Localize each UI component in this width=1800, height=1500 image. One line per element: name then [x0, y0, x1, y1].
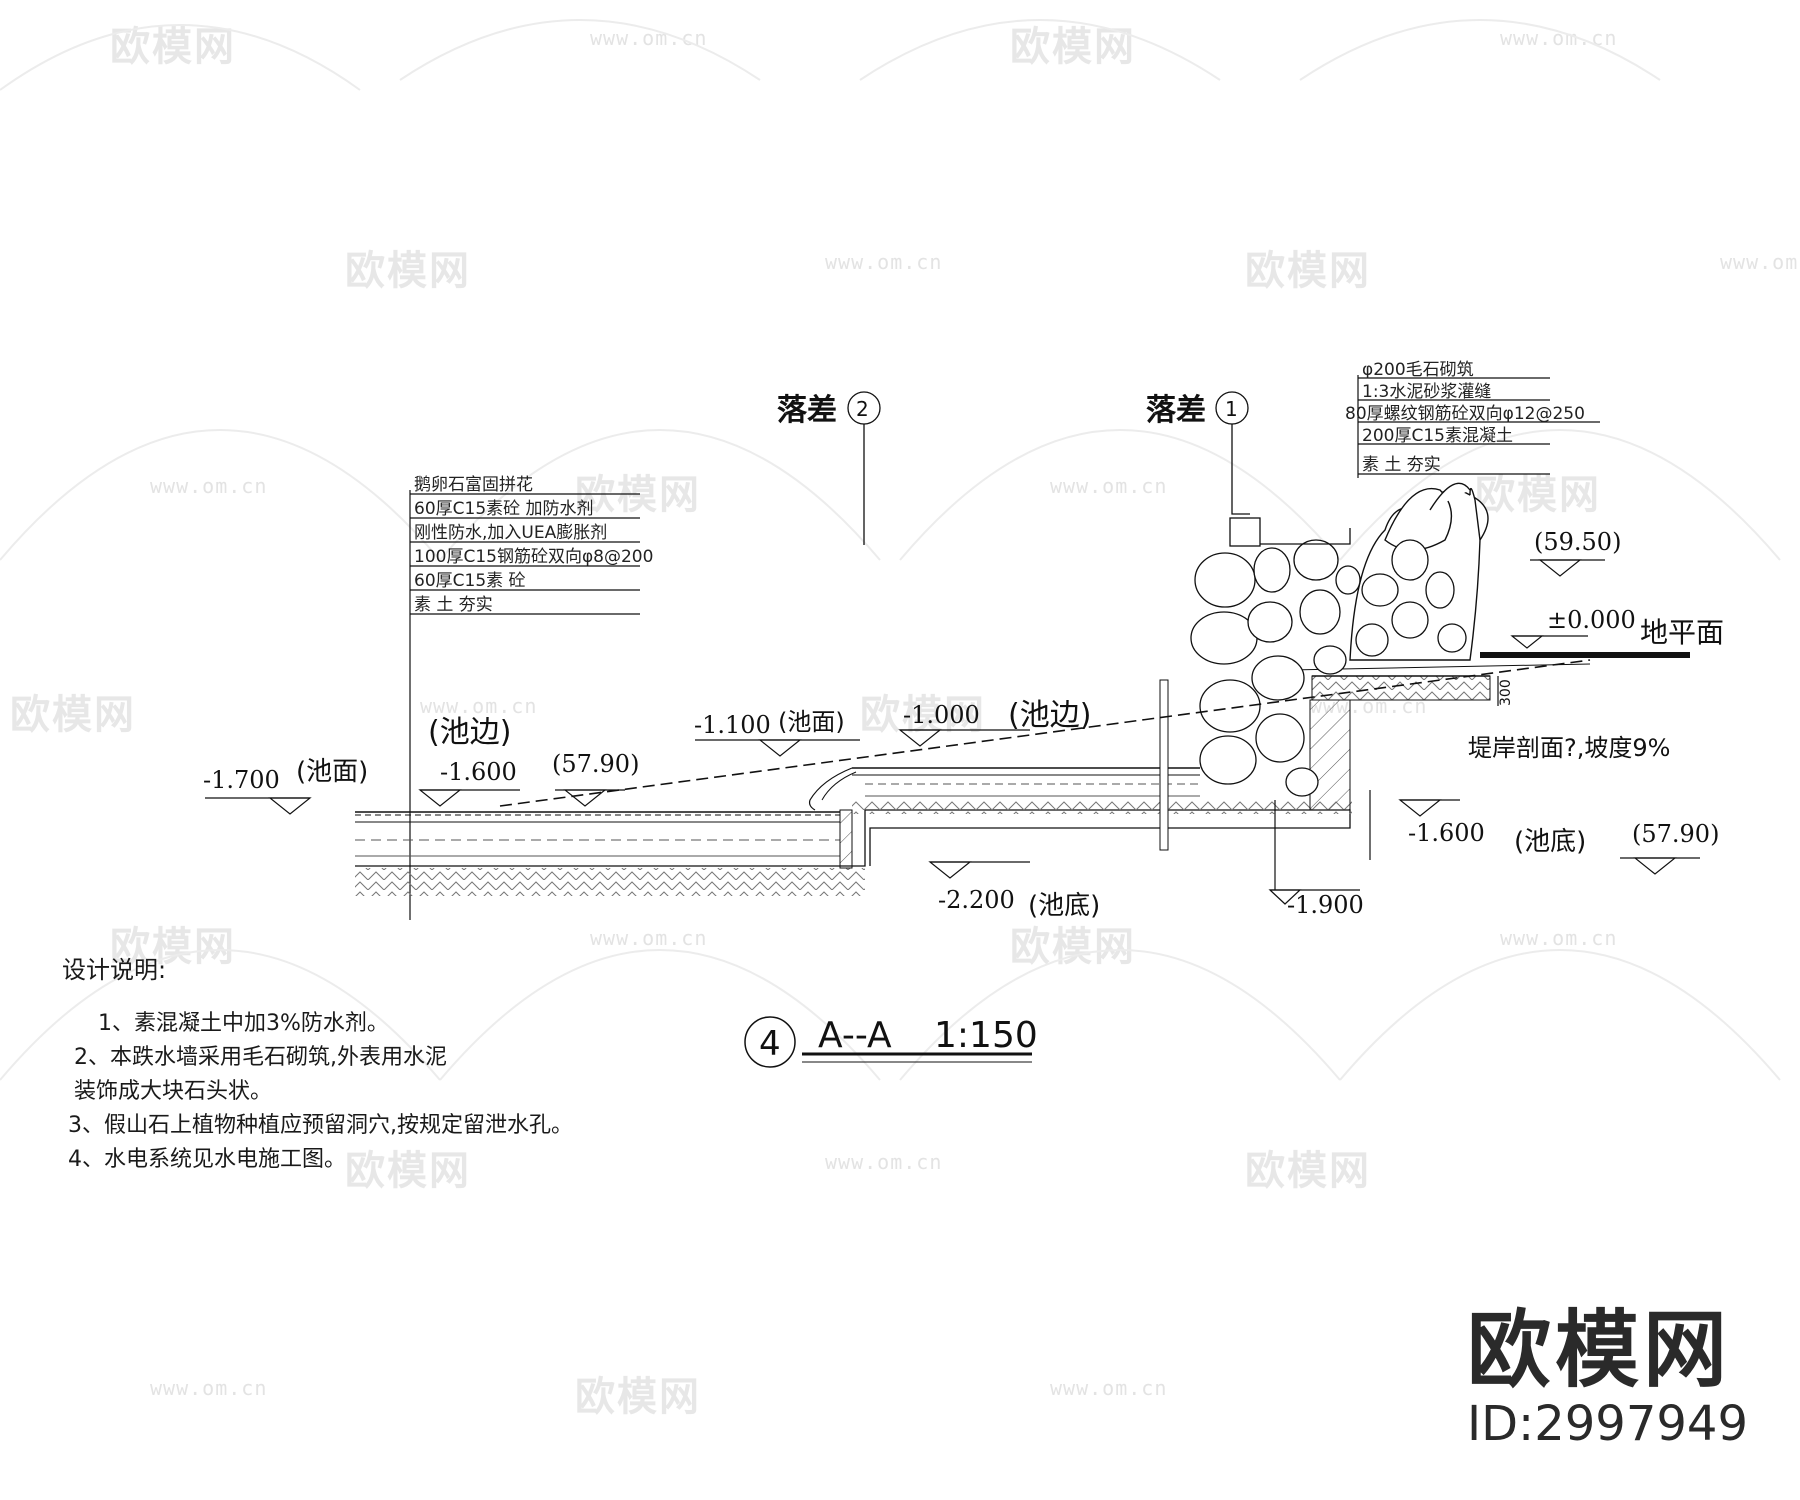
elev-marker-1600 — [418, 789, 462, 807]
section-title: 4 A--A 1:150 — [744, 1015, 1038, 1068]
elev-marker-5790-right — [1633, 857, 1677, 875]
watermark-url: www.om.cn — [590, 26, 708, 50]
layer-right-2: 80厚螺纹钢筋砼双向φ12@250 — [1345, 404, 1585, 424]
elev-marker-1600-right — [1398, 799, 1442, 817]
tag-pool-bottom-right: (池底) — [1514, 827, 1586, 857]
watermark-arcs — [0, 19, 1781, 1081]
elev-marker-2200 — [928, 861, 972, 879]
elev-1900: -1.900 — [1287, 891, 1364, 919]
layer-left-4: 60厚C15素 砼 — [414, 571, 526, 591]
drop-labels: 落差 2 落差 1 — [777, 393, 1238, 428]
elev-0000: ±0.000 — [1547, 606, 1636, 634]
section-name: A--A — [818, 1015, 892, 1056]
level-5950: (59.50) — [1534, 528, 1621, 556]
watermark-url: www.om.cn — [825, 250, 943, 274]
watermark-logo: 欧模网 — [575, 472, 701, 518]
rubble-wall-stones — [1190, 517, 1467, 797]
layer-callout-left-text: 鹅卵石富固拼花 60厚C15素砼 加防水剂 刚性防水,加入UEA膨胀剂 100厚… — [414, 475, 653, 615]
elev-1600-left: -1.600 — [440, 758, 517, 786]
layer-callout-left — [409, 490, 640, 920]
layer-right-3: 200厚C15素混凝土 — [1362, 426, 1513, 446]
watermark-logo: 欧模网 — [110, 24, 236, 70]
retaining-wall — [1289, 652, 1690, 811]
section-scale: 1:150 — [934, 1015, 1038, 1056]
watermark-url: www.om.cn — [1500, 926, 1618, 950]
brand-stamp: 欧模网 ID:2997949 — [1467, 1308, 1748, 1448]
tag-bank-note: 堤岸剖面?,坡度9% — [1468, 734, 1670, 762]
watermark-logo: 欧模网 — [1245, 248, 1371, 294]
layer-left-3: 100厚C15钢筋砼双向φ8@200 — [414, 547, 653, 567]
layer-left-1: 60厚C15素砼 加防水剂 — [414, 499, 594, 519]
upper-pool — [808, 679, 1352, 851]
section-number: 4 — [759, 1024, 781, 1064]
layer-callout-right — [1357, 375, 1600, 478]
elev-marker-1100 — [758, 739, 802, 757]
watermark-logo: 欧模网 — [10, 692, 136, 738]
design-notes-title: 设计说明: — [62, 956, 167, 984]
design-note-item: 装饰成大块石头状。 — [74, 1079, 273, 1104]
design-note-item: 1、素混凝土中加3%防水剂。 — [98, 1011, 389, 1036]
watermark-logo: 欧模网 — [575, 1374, 701, 1420]
drop-1-leader — [1231, 424, 1250, 515]
elevation-labels: -1.700 -1.600 -1.100 -1.000 -2.200 -1.90… — [203, 528, 1719, 919]
level-5790-left: (57.90) — [552, 750, 639, 778]
drop-2-label: 落差 — [777, 393, 837, 428]
watermark-logo: 欧模网 — [345, 248, 471, 294]
watermark-url: www.om.cn — [1720, 250, 1800, 274]
drop-2-number: 2 — [856, 397, 869, 421]
tag-dim-300: 300 — [1498, 679, 1514, 706]
watermark-logo: 欧模网 — [1245, 1148, 1371, 1194]
watermark-url: www.om.cn — [825, 1150, 943, 1174]
brand-id: ID:2997949 — [1466, 1396, 1748, 1452]
drop-1-number: 1 — [1225, 397, 1238, 421]
lower-pool — [355, 809, 1351, 896]
design-note-item: 2、本跌水墙采用毛石砌筑,外表用水泥 — [74, 1045, 447, 1070]
watermark-url: www.om.cn — [1050, 1376, 1168, 1400]
drop-1-label: 落差 — [1146, 393, 1206, 428]
tag-pool-surface-left: (池面) — [296, 757, 368, 787]
watermark-logo: 欧模网 — [1475, 472, 1601, 518]
elev-marker-0000 — [1510, 635, 1544, 649]
watermark-url: www.om.cn — [420, 694, 538, 718]
brand-name: 欧模网 — [1466, 1301, 1731, 1399]
elev-marker-5950 — [1538, 559, 1582, 577]
layer-left-2: 刚性防水,加入UEA膨胀剂 — [414, 523, 607, 543]
watermark-url: www.om.cn — [150, 474, 268, 498]
watermark-logo: 欧模网 — [1010, 24, 1136, 70]
elev-1000: -1.000 — [903, 701, 980, 729]
layer-left-0: 鹅卵石富固拼花 — [414, 475, 533, 495]
tag-pool-edge-left: (池边) — [428, 715, 511, 750]
design-note-item: 4、水电系统见水电施工图。 — [68, 1147, 346, 1172]
watermark-logo: 欧模网 — [345, 1148, 471, 1194]
layer-right-1: 1:3水泥砂浆灌缝 — [1362, 382, 1491, 402]
level-5790-right: (57.90) — [1632, 820, 1719, 848]
watermark-logo: 欧模网 — [110, 924, 236, 970]
elevation-markers — [205, 559, 1700, 905]
tag-pool-bottom-mid: (池底) — [1028, 891, 1100, 921]
elev-marker-1700 — [268, 797, 312, 815]
section-number-circle — [744, 1016, 796, 1068]
elev-2200: -2.200 — [938, 886, 1015, 914]
watermark-url: www.om.cn — [1050, 474, 1168, 498]
watermark-url: www.om.cn — [590, 926, 708, 950]
slope-line — [499, 659, 1591, 807]
elev-1100: -1.100 — [694, 711, 771, 739]
layer-right-0: φ200毛石砌筑 — [1362, 360, 1474, 380]
tag-ground: 地平面 — [1640, 616, 1724, 649]
elev-1700: -1.700 — [203, 766, 280, 794]
layer-right-4: 素 土 夯实 — [1362, 455, 1441, 475]
drop-markers — [847, 391, 1250, 545]
design-notes: 设计说明: 1、素混凝土中加3%防水剂。 2、本跌水墙采用毛石砌筑,外表用水泥 … — [62, 950, 573, 1177]
watermark-url: www.om.cn — [150, 1376, 268, 1400]
layer-left-5: 素 土 夯实 — [414, 595, 493, 615]
design-note-item: 3、假山石上植物种植应预留洞穴,按规定留泄水孔。 — [68, 1113, 573, 1138]
tag-pool-edge-mid: (池边) — [1008, 698, 1091, 733]
tag-pool-surface-mid: (池面) — [778, 708, 845, 736]
elev-marker-1000 — [898, 729, 942, 747]
watermark-logo: 欧模网 — [1010, 924, 1136, 970]
layer-callout-right-text: φ200毛石砌筑 1:3水泥砂浆灌缝 80厚螺纹钢筋砼双向φ12@250 200… — [1345, 360, 1585, 475]
elev-1600-right: -1.600 — [1408, 819, 1485, 847]
section-tags: (池面) (池边) (池面) (池边) (池底) (池底) 地平面 300 堤岸… — [296, 616, 1724, 921]
